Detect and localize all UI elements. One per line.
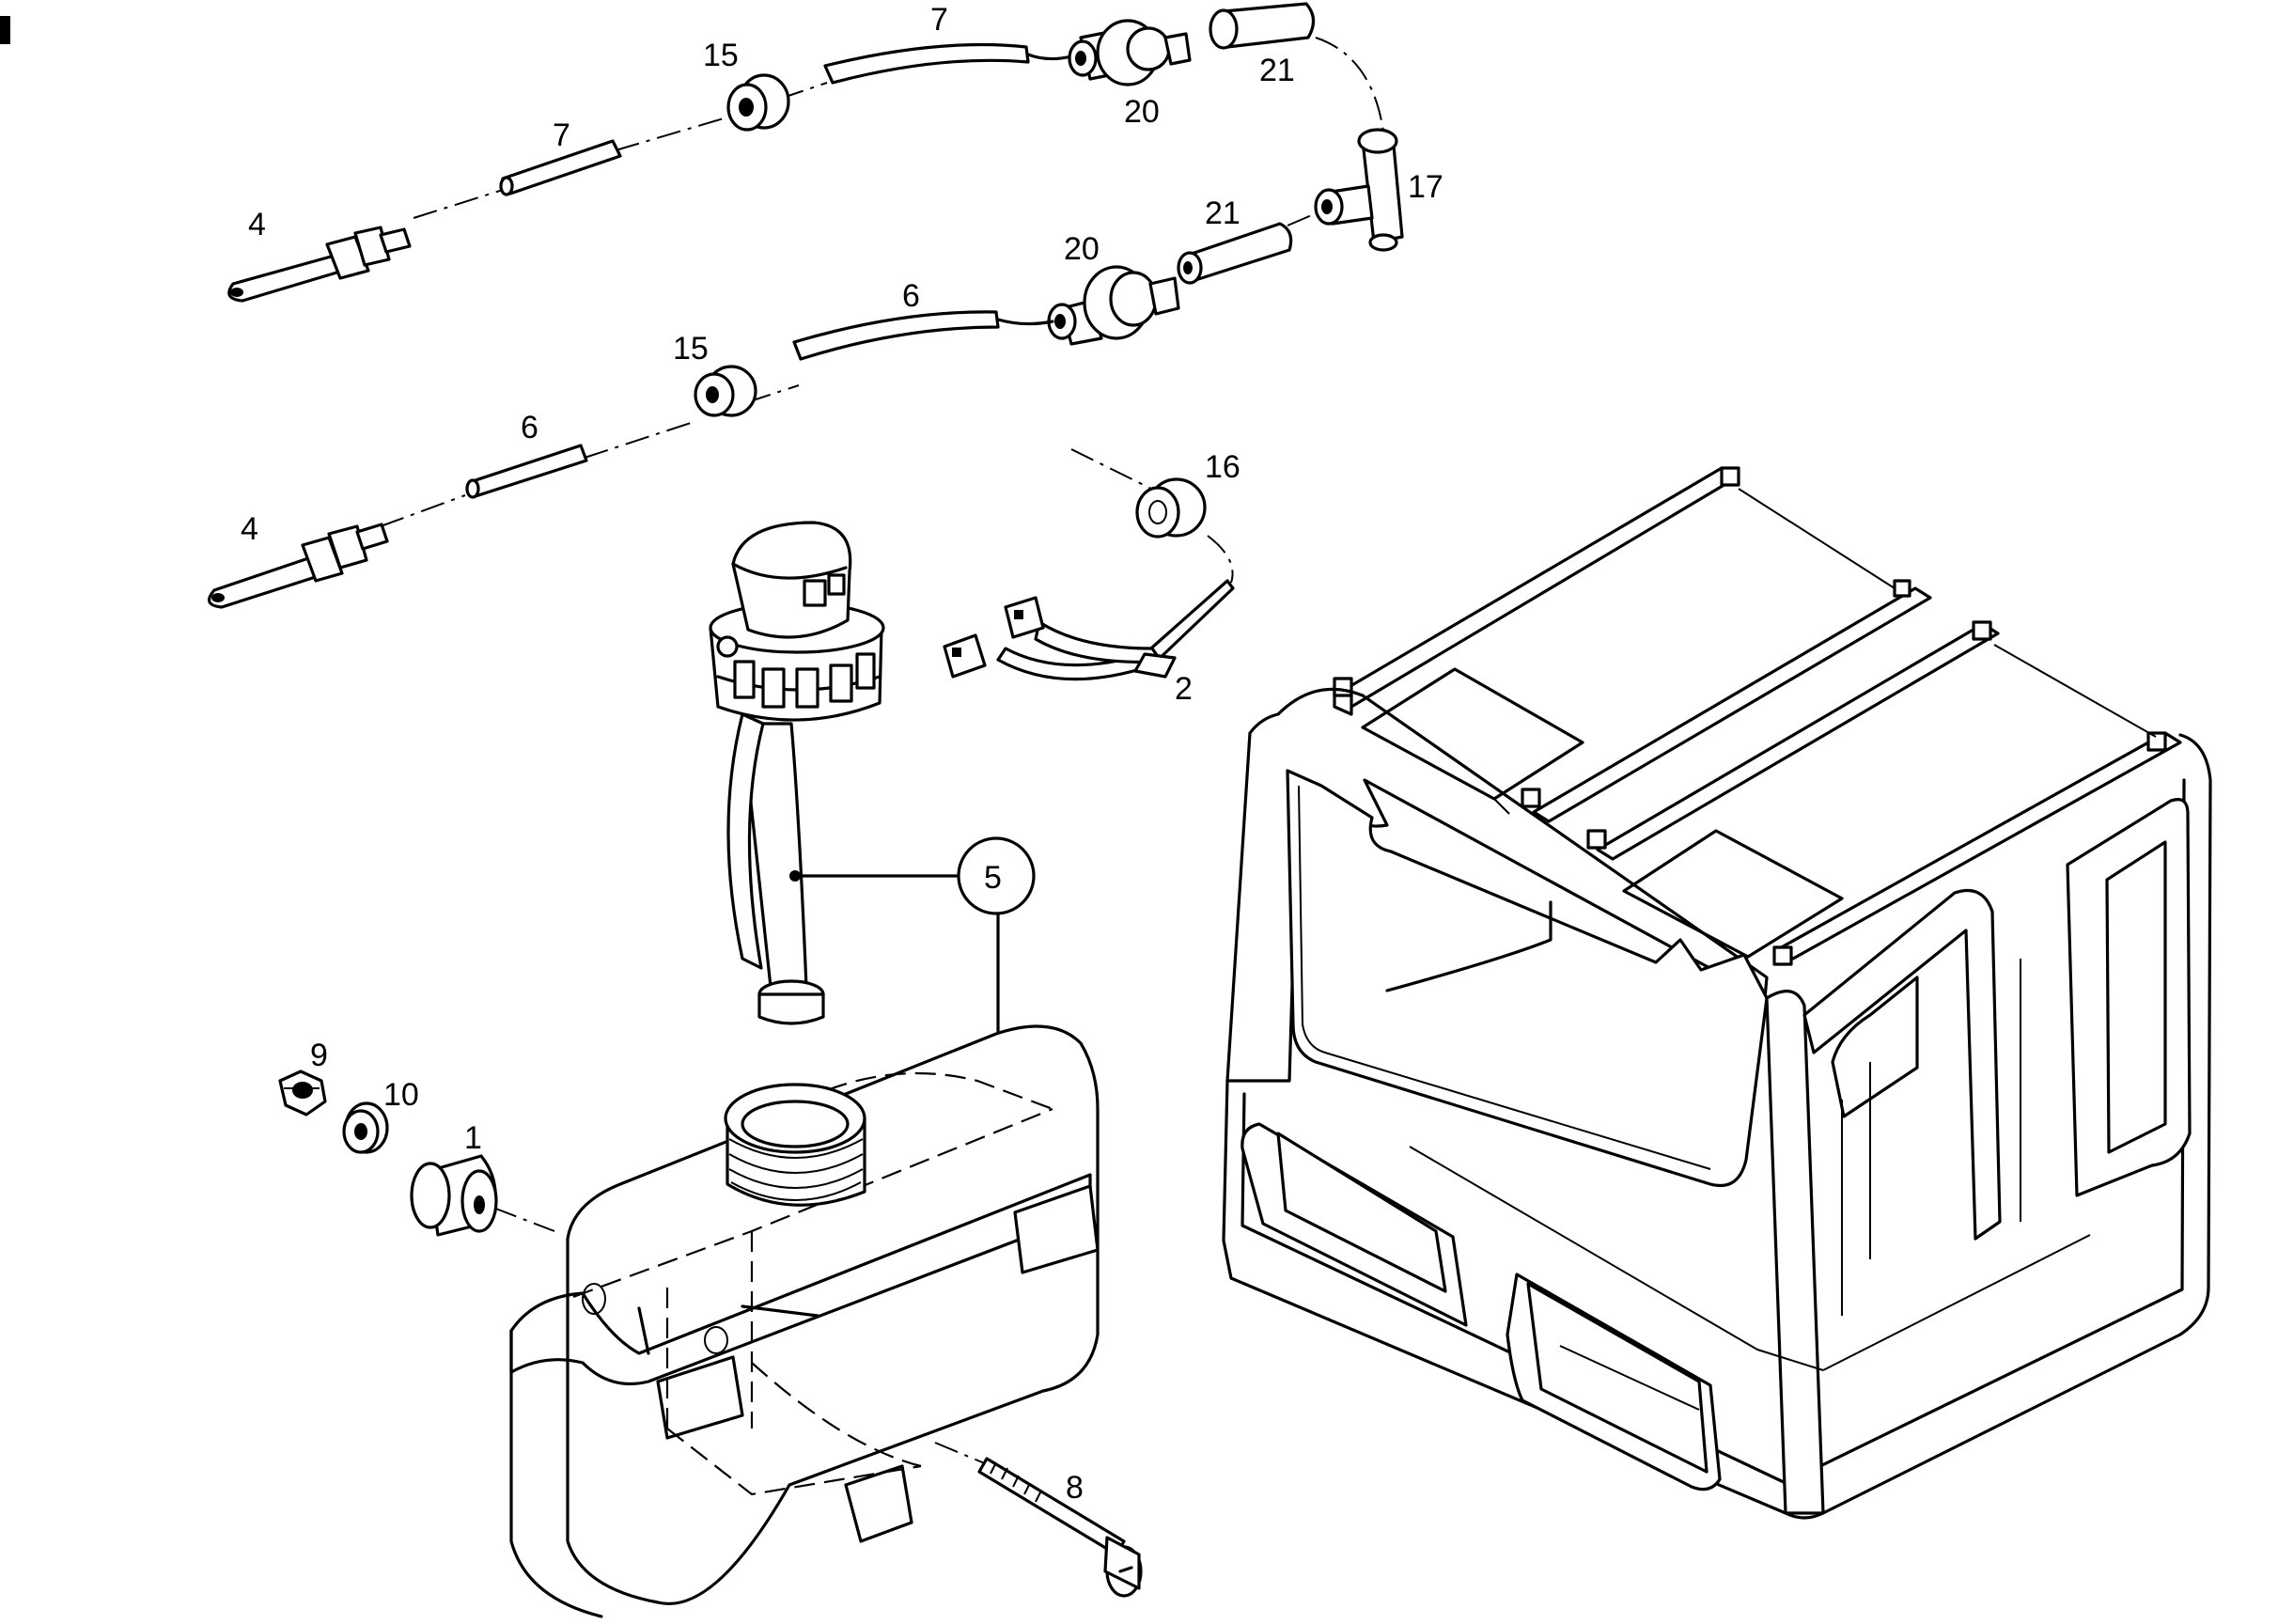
label-6-lower-long: 6: [902, 278, 920, 314]
tube-upper: [1209, 2, 1316, 50]
label-7-upper-long: 7: [930, 2, 948, 38]
corner-mark: [0, 16, 10, 44]
grommet-harness: [1135, 477, 1207, 539]
tee-fitting: [1314, 128, 1404, 252]
label-10: 10: [383, 1077, 419, 1113]
label-2: 2: [1175, 671, 1193, 707]
label-21-lower: 21: [1205, 195, 1240, 231]
nozzle-lower: [207, 523, 389, 609]
valve-lower: [1047, 265, 1180, 346]
label-5: 5: [984, 860, 1002, 896]
label-1: 1: [464, 1120, 482, 1156]
label-17: 17: [1408, 169, 1443, 205]
pump-callout: [789, 836, 1036, 1053]
tube-lower: [1177, 222, 1293, 285]
label-16: 16: [1205, 449, 1240, 485]
label-7-upper-short: 7: [553, 117, 570, 153]
label-20-upper: 20: [1124, 94, 1160, 130]
washer: [342, 1101, 389, 1154]
label-21-upper: 21: [1259, 53, 1295, 88]
label-15-upper: 15: [703, 38, 739, 73]
hose-lower-long: [792, 310, 1054, 361]
cab-frame: [1222, 466, 2212, 1520]
label-9: 9: [310, 1038, 328, 1073]
washer-tank: [509, 1024, 1100, 1618]
hose-lower-short: [465, 444, 588, 499]
part-labels: 7 15 20 21 7 17 4 21 20 6 15 6 16 4 2 5 …: [241, 2, 1443, 1506]
valve-upper: [1068, 19, 1192, 86]
label-20-lower: 20: [1064, 231, 1100, 267]
wiring-harness: [943, 579, 1235, 681]
spacer-bushing: [410, 1154, 498, 1237]
screw: [977, 1457, 1143, 1598]
washer-pump: [709, 521, 885, 1025]
nut: [278, 1070, 327, 1116]
label-4-lower: 4: [241, 511, 258, 547]
grommet-upper: [726, 73, 790, 132]
label-6-lower-short: 6: [521, 410, 538, 445]
nozzle-upper: [227, 226, 412, 303]
label-8: 8: [1066, 1470, 1084, 1506]
hose-upper-short: [499, 139, 622, 196]
grommet-lower: [694, 365, 757, 417]
label-4-upper: 4: [248, 207, 266, 242]
label-15-lower: 15: [673, 331, 709, 367]
hose-upper-long: [823, 42, 1073, 85]
